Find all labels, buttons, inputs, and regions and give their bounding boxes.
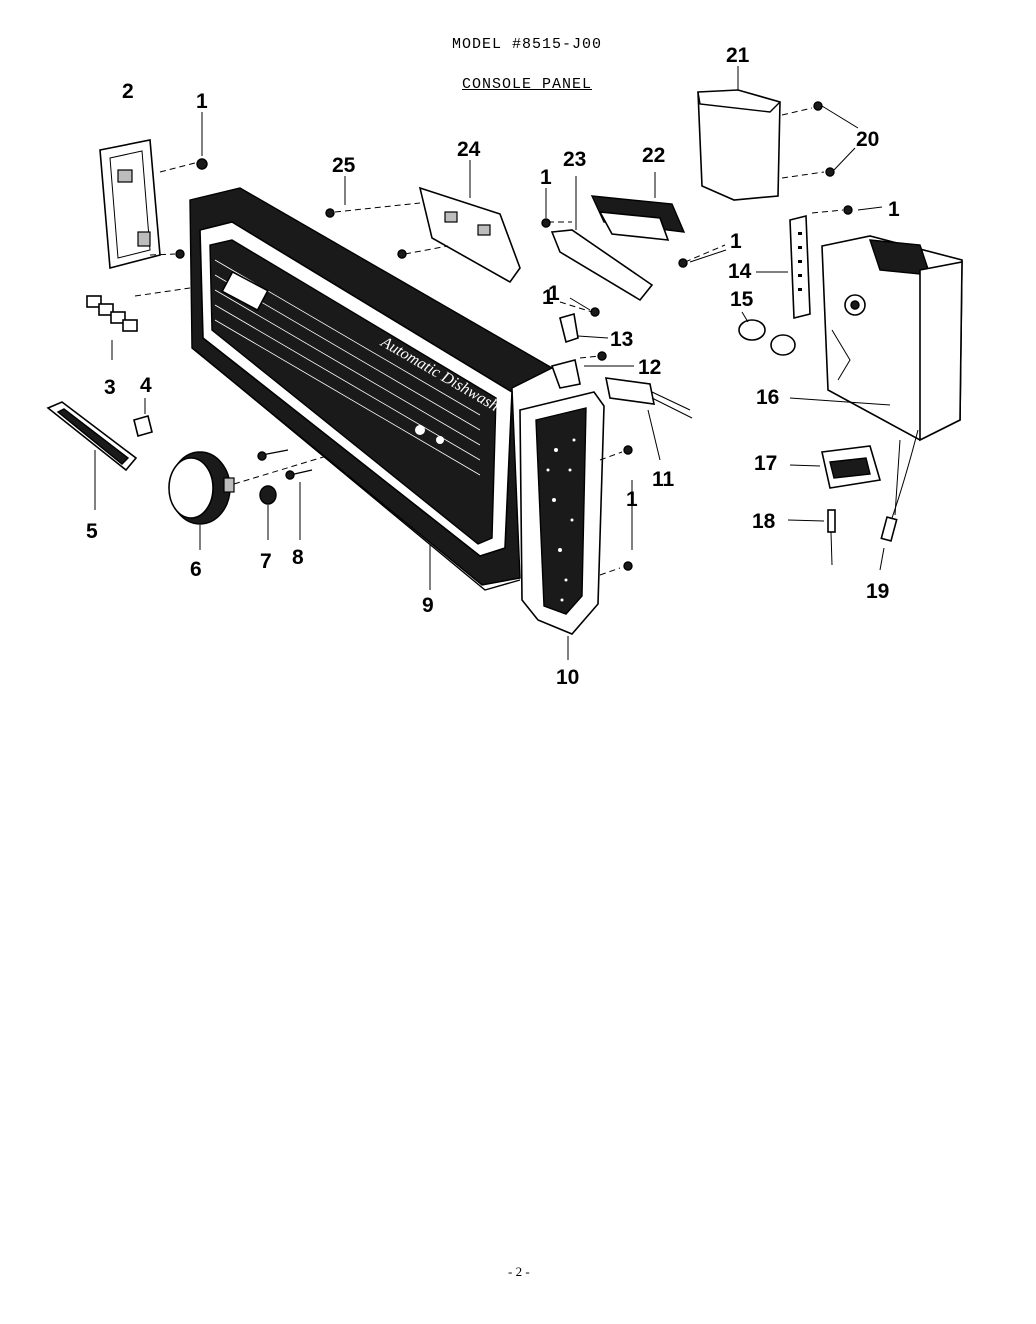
callout-label: 6 xyxy=(190,558,202,581)
callout-labels: 1 2 1 25 24 1 23 22 21 20 1 1 14 1 13 15… xyxy=(86,44,900,689)
callout-label: 8 xyxy=(292,546,304,569)
part-19-lead-wire xyxy=(879,429,919,571)
callout-label: 24 xyxy=(457,138,481,161)
part-4-clip xyxy=(133,398,153,437)
part-3-buttons xyxy=(86,295,138,360)
part-10-end-cap xyxy=(519,391,633,660)
part-18-terminal xyxy=(787,509,836,566)
callout-label: 9 xyxy=(422,594,434,617)
part-7-8-fasteners xyxy=(257,449,313,540)
callout-label: 20 xyxy=(856,128,879,151)
callout-label: 4 xyxy=(140,374,152,397)
callout-label: 25 xyxy=(332,154,356,177)
callout-label: 1 xyxy=(730,230,742,253)
part-11-harness xyxy=(604,377,693,461)
part-17-connector xyxy=(789,445,882,489)
callout-label: 22 xyxy=(642,144,665,167)
part-22-23-switch xyxy=(541,172,726,302)
callout-label: 19 xyxy=(866,580,889,603)
part-21-cover xyxy=(697,66,859,201)
callout-label: 12 xyxy=(638,356,661,379)
callout-label: 14 xyxy=(728,260,752,283)
part-2-bracket xyxy=(99,139,196,297)
callout-label: 1 xyxy=(196,90,208,113)
callout-label: 7 xyxy=(260,550,272,573)
callout-label: 1 xyxy=(542,286,554,309)
callout-label: 1 xyxy=(888,198,900,221)
callout-label: 5 xyxy=(86,520,98,543)
callout-label: 2 xyxy=(122,80,134,103)
callout-label: 15 xyxy=(730,288,754,311)
callout-label: 1 xyxy=(626,488,638,511)
callout-label: 1 xyxy=(540,166,552,189)
part-6-knob xyxy=(168,451,331,550)
callout-label: 3 xyxy=(104,376,116,399)
part-24-bracket xyxy=(325,160,521,284)
part-5-bezel xyxy=(46,401,138,510)
page-number: - 2 - xyxy=(508,1264,530,1279)
part-12-13-guides xyxy=(550,301,634,389)
model-number: MODEL #8515-J00 xyxy=(452,36,603,53)
part-9-console-panel: Automatic Dishwasher xyxy=(189,187,554,591)
part-14-contact-block xyxy=(756,205,853,320)
callout-label: 16 xyxy=(756,386,779,409)
part-16-timer-assembly xyxy=(789,235,963,516)
callout-label: 23 xyxy=(563,148,586,171)
callout-label: 21 xyxy=(726,44,750,67)
callout-label: 10 xyxy=(556,666,579,689)
part-1-screws xyxy=(175,112,883,550)
part-15-cams xyxy=(738,311,796,356)
diagram-title: CONSOLE PANEL xyxy=(462,76,593,93)
callout-label: 11 xyxy=(652,468,675,491)
callout-label: 18 xyxy=(752,510,776,533)
callout-label: 1 xyxy=(548,282,560,305)
callout-label: 17 xyxy=(754,452,777,475)
callout-label: 13 xyxy=(610,328,633,351)
